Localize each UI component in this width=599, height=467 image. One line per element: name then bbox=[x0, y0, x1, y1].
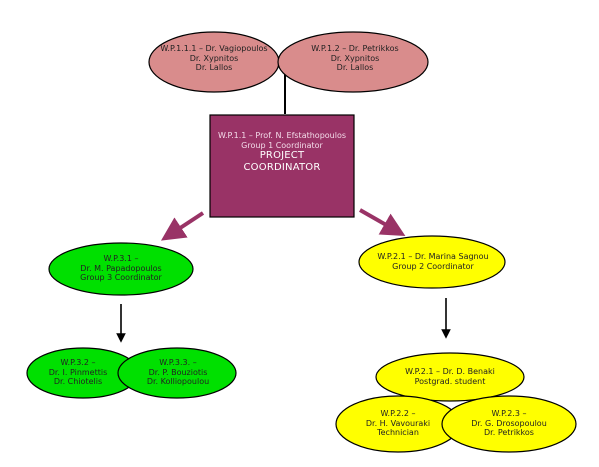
wp33-line-3: Dr. Kolliopoulou bbox=[146, 377, 210, 387]
wp22-line-1: W.P.2.2 – bbox=[380, 409, 416, 418]
wp21-ellipse bbox=[358, 235, 506, 289]
wp31-ellipse bbox=[48, 242, 194, 296]
wp32-line-2: Dr. I. Pinmettis bbox=[48, 367, 108, 377]
wp111-label: W.P.1.1.1 – Dr. Vagiopoulos Dr. Xypnitos… bbox=[154, 44, 274, 73]
wp21b-line-1: W.P.2.1 – Dr. D. Benaki bbox=[405, 367, 495, 376]
wp32-label: W.P.3.2 – Dr. I. Pinmettis Dr. Chiotelis bbox=[33, 358, 123, 387]
arrow-to-wp31 bbox=[160, 211, 205, 241]
wp33-line-1: W.P.3.3. – bbox=[159, 358, 197, 367]
wp21b-ellipse bbox=[375, 352, 525, 402]
wp22-label: W.P.2.2 – Dr. H. Vavouraki Technician bbox=[348, 409, 448, 438]
wp33-label: W.P.3.3. – Dr. P. Bouziotis Dr. Kolliopo… bbox=[130, 358, 226, 387]
coordinator-line-4: COORDINATOR bbox=[243, 162, 321, 174]
wp31-line-1: W.P.3.1 – bbox=[103, 254, 139, 263]
wp33-line-2: Dr. P. Bouziotis bbox=[148, 367, 208, 377]
wp112-line-1: W.P.1.2 – Dr. Petrikkos bbox=[311, 44, 399, 53]
wp21b-label: W.P.2.1 – Dr. D. Benaki Postgrad. studen… bbox=[385, 367, 515, 386]
wp23-line-3: Dr. Petrikkos bbox=[484, 428, 534, 438]
wp31-line-2: Dr. M. Papadopoulos bbox=[80, 263, 162, 273]
project-coordinator-box bbox=[209, 114, 355, 218]
wp21-line-2: Group 2 Coordinator bbox=[392, 261, 474, 271]
wp112-line-3: Dr. Lallos bbox=[336, 63, 374, 73]
wp22-line-3: Technician bbox=[377, 428, 419, 438]
arrow-to-wp21 bbox=[359, 208, 406, 236]
wp23-line-1: W.P.2.3 – bbox=[491, 409, 527, 418]
coordinator-line-1: W.P.1.1 – Prof. N. Efstathopoulos bbox=[217, 131, 347, 140]
wp111-line-2: Dr. Xypnitos bbox=[189, 53, 239, 63]
coordinator-line-2: Group 1 Coordinator bbox=[241, 140, 323, 150]
wp32-line-3: Dr. Chiotelis bbox=[53, 377, 103, 387]
wp32-line-1: W.P.3.2 – bbox=[60, 358, 96, 367]
wp23-line-2: Dr. G. Drosopoulou bbox=[471, 418, 547, 428]
wp22-line-2: Dr. H. Vavouraki bbox=[365, 418, 431, 428]
wp23-label: W.P.2.3 – Dr. G. Drosopoulou Dr. Petrikk… bbox=[456, 409, 562, 438]
wp111-line-3: Dr. Lallos bbox=[195, 63, 233, 73]
wp112-line-2: Dr. Xypnitos bbox=[330, 53, 380, 63]
wp31-label: W.P.3.1 – Dr. M. Papadopoulos Group 3 Co… bbox=[61, 254, 181, 283]
project-coordinator-label: W.P.1.1 – Prof. N. Efstathopoulos Group … bbox=[210, 131, 354, 174]
wp33-ellipse bbox=[117, 347, 237, 399]
wp23-ellipse bbox=[441, 395, 577, 453]
wp21b-line-2: Postgrad. student bbox=[414, 376, 486, 386]
wp31-line-3: Group 3 Coordinator bbox=[80, 273, 162, 283]
wp112-label: W.P.1.2 – Dr. Petrikkos Dr. Xypnitos Dr.… bbox=[295, 44, 415, 73]
coordinator-line-3: PROJECT bbox=[259, 150, 305, 162]
wp21-line-1: W.P.2.1 – Dr. Marina Sagnou bbox=[377, 252, 489, 261]
wp21-label: W.P.2.1 – Dr. Marina Sagnou Group 2 Coor… bbox=[367, 252, 499, 271]
wp111-line-1: W.P.1.1.1 – Dr. Vagiopoulos bbox=[160, 44, 268, 53]
wp112-ellipse bbox=[277, 31, 429, 93]
